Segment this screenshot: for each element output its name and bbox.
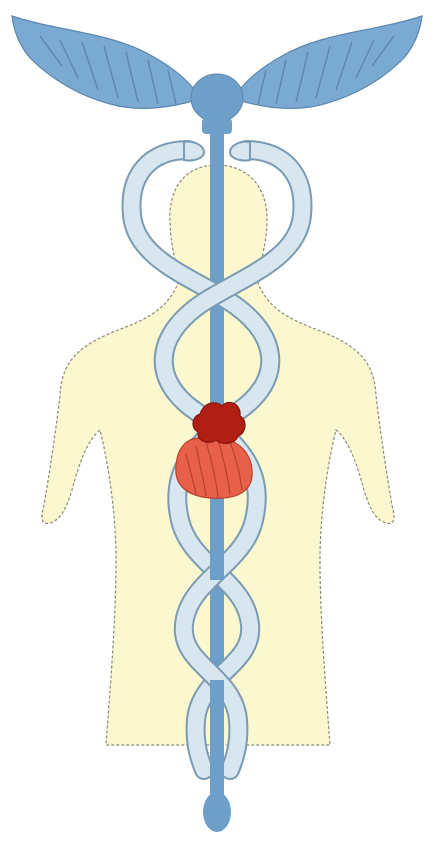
snake-right-head [230,142,250,161]
wings-icon [12,16,422,122]
staff-front-segment-3 [210,680,224,780]
staff-bottom-knob [203,792,231,832]
heart-body [176,437,252,499]
left-wing [12,16,196,108]
snake-left-head [184,142,204,161]
staff-collar [202,118,232,134]
staff-front-segment [210,318,224,388]
right-wing [238,16,422,108]
staff-front-segment-2 [210,520,224,580]
